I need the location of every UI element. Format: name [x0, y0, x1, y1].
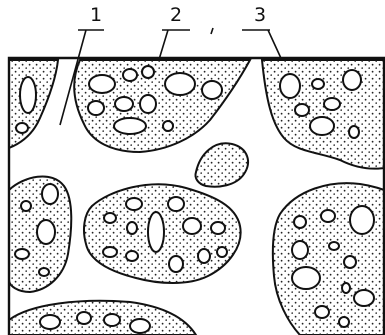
label-3: 3 — [254, 4, 266, 26]
label-2: 2 — [170, 4, 182, 26]
label-1: 1 — [90, 4, 102, 26]
particle-field — [9, 60, 384, 335]
dotted-region — [74, 60, 250, 152]
dotted-region — [9, 176, 71, 292]
dotted-region — [195, 143, 248, 186]
dotted-region — [84, 184, 241, 283]
dotted-region — [9, 60, 58, 148]
tick-mark — [211, 28, 213, 34]
dotted-region — [9, 301, 196, 335]
dotted-region — [262, 60, 384, 169]
dotted-region — [273, 183, 384, 335]
